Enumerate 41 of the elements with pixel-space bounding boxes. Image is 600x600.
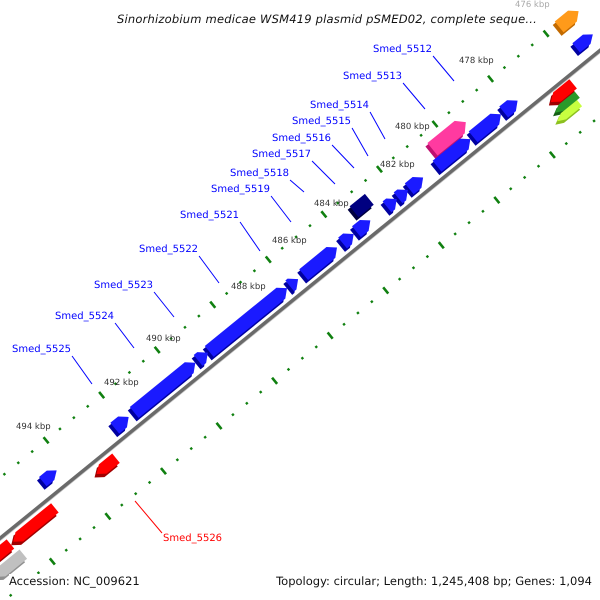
leader-line [154, 292, 174, 318]
leader-line [134, 500, 162, 534]
scale-label: 480 kbp [395, 122, 430, 133]
scale-label: 478 kbp [459, 56, 494, 67]
leader-line [332, 144, 354, 168]
leader-line [352, 128, 368, 156]
gene-label: Smed_5516 [272, 132, 332, 146]
summary-text: Topology: circular; Length: 1,245,408 bp; Genes: 1,094 [276, 574, 592, 588]
gene-label: Smed_5523 [94, 279, 154, 293]
leader-line [240, 222, 260, 252]
gene-label: Smed_5514 [310, 99, 370, 113]
gene-label: Smed_5525 [12, 343, 72, 357]
gene-label: Smed_5521 [180, 209, 240, 223]
scale-label: 484 kbp [314, 199, 349, 210]
leader-line [402, 82, 426, 110]
gene-label: Smed_5522 [139, 243, 198, 257]
gene-label: Smed_5517 [252, 148, 312, 162]
leader-line [312, 160, 336, 184]
leader-line [432, 56, 454, 82]
gene-label: Smed_5512 [373, 43, 432, 57]
scale-label: 492 kbp [104, 378, 139, 389]
leader-line [198, 256, 220, 284]
gene-label: Smed_5524 [55, 310, 114, 324]
scale-label: 488 kbp [231, 282, 266, 293]
leader-line [370, 112, 386, 140]
gene-label: Smed_5526 [163, 532, 222, 546]
gene-label: Smed_5518 [230, 167, 290, 181]
scale-label: 486 kbp [272, 236, 307, 247]
leader-line [72, 356, 92, 384]
scale-label: 494 kbp [16, 422, 51, 433]
scale-label: 482 kbp [380, 160, 415, 171]
gene-label: Smed_5513 [343, 70, 402, 84]
gene-label: Smed_5515 [292, 115, 352, 129]
accession-text: Accession: NC_009621 [9, 574, 140, 588]
scale-label: 476 kbp [515, 0, 550, 11]
title: Sinorhizobium medicae WSM419 plasmid pSMED02, complete seque... [117, 12, 537, 26]
gene-label: Smed_5519 [211, 183, 270, 197]
scale-label: 490 kbp [146, 334, 181, 345]
leader-line [290, 180, 304, 192]
leader-line [270, 196, 292, 222]
leader-line [114, 322, 134, 348]
